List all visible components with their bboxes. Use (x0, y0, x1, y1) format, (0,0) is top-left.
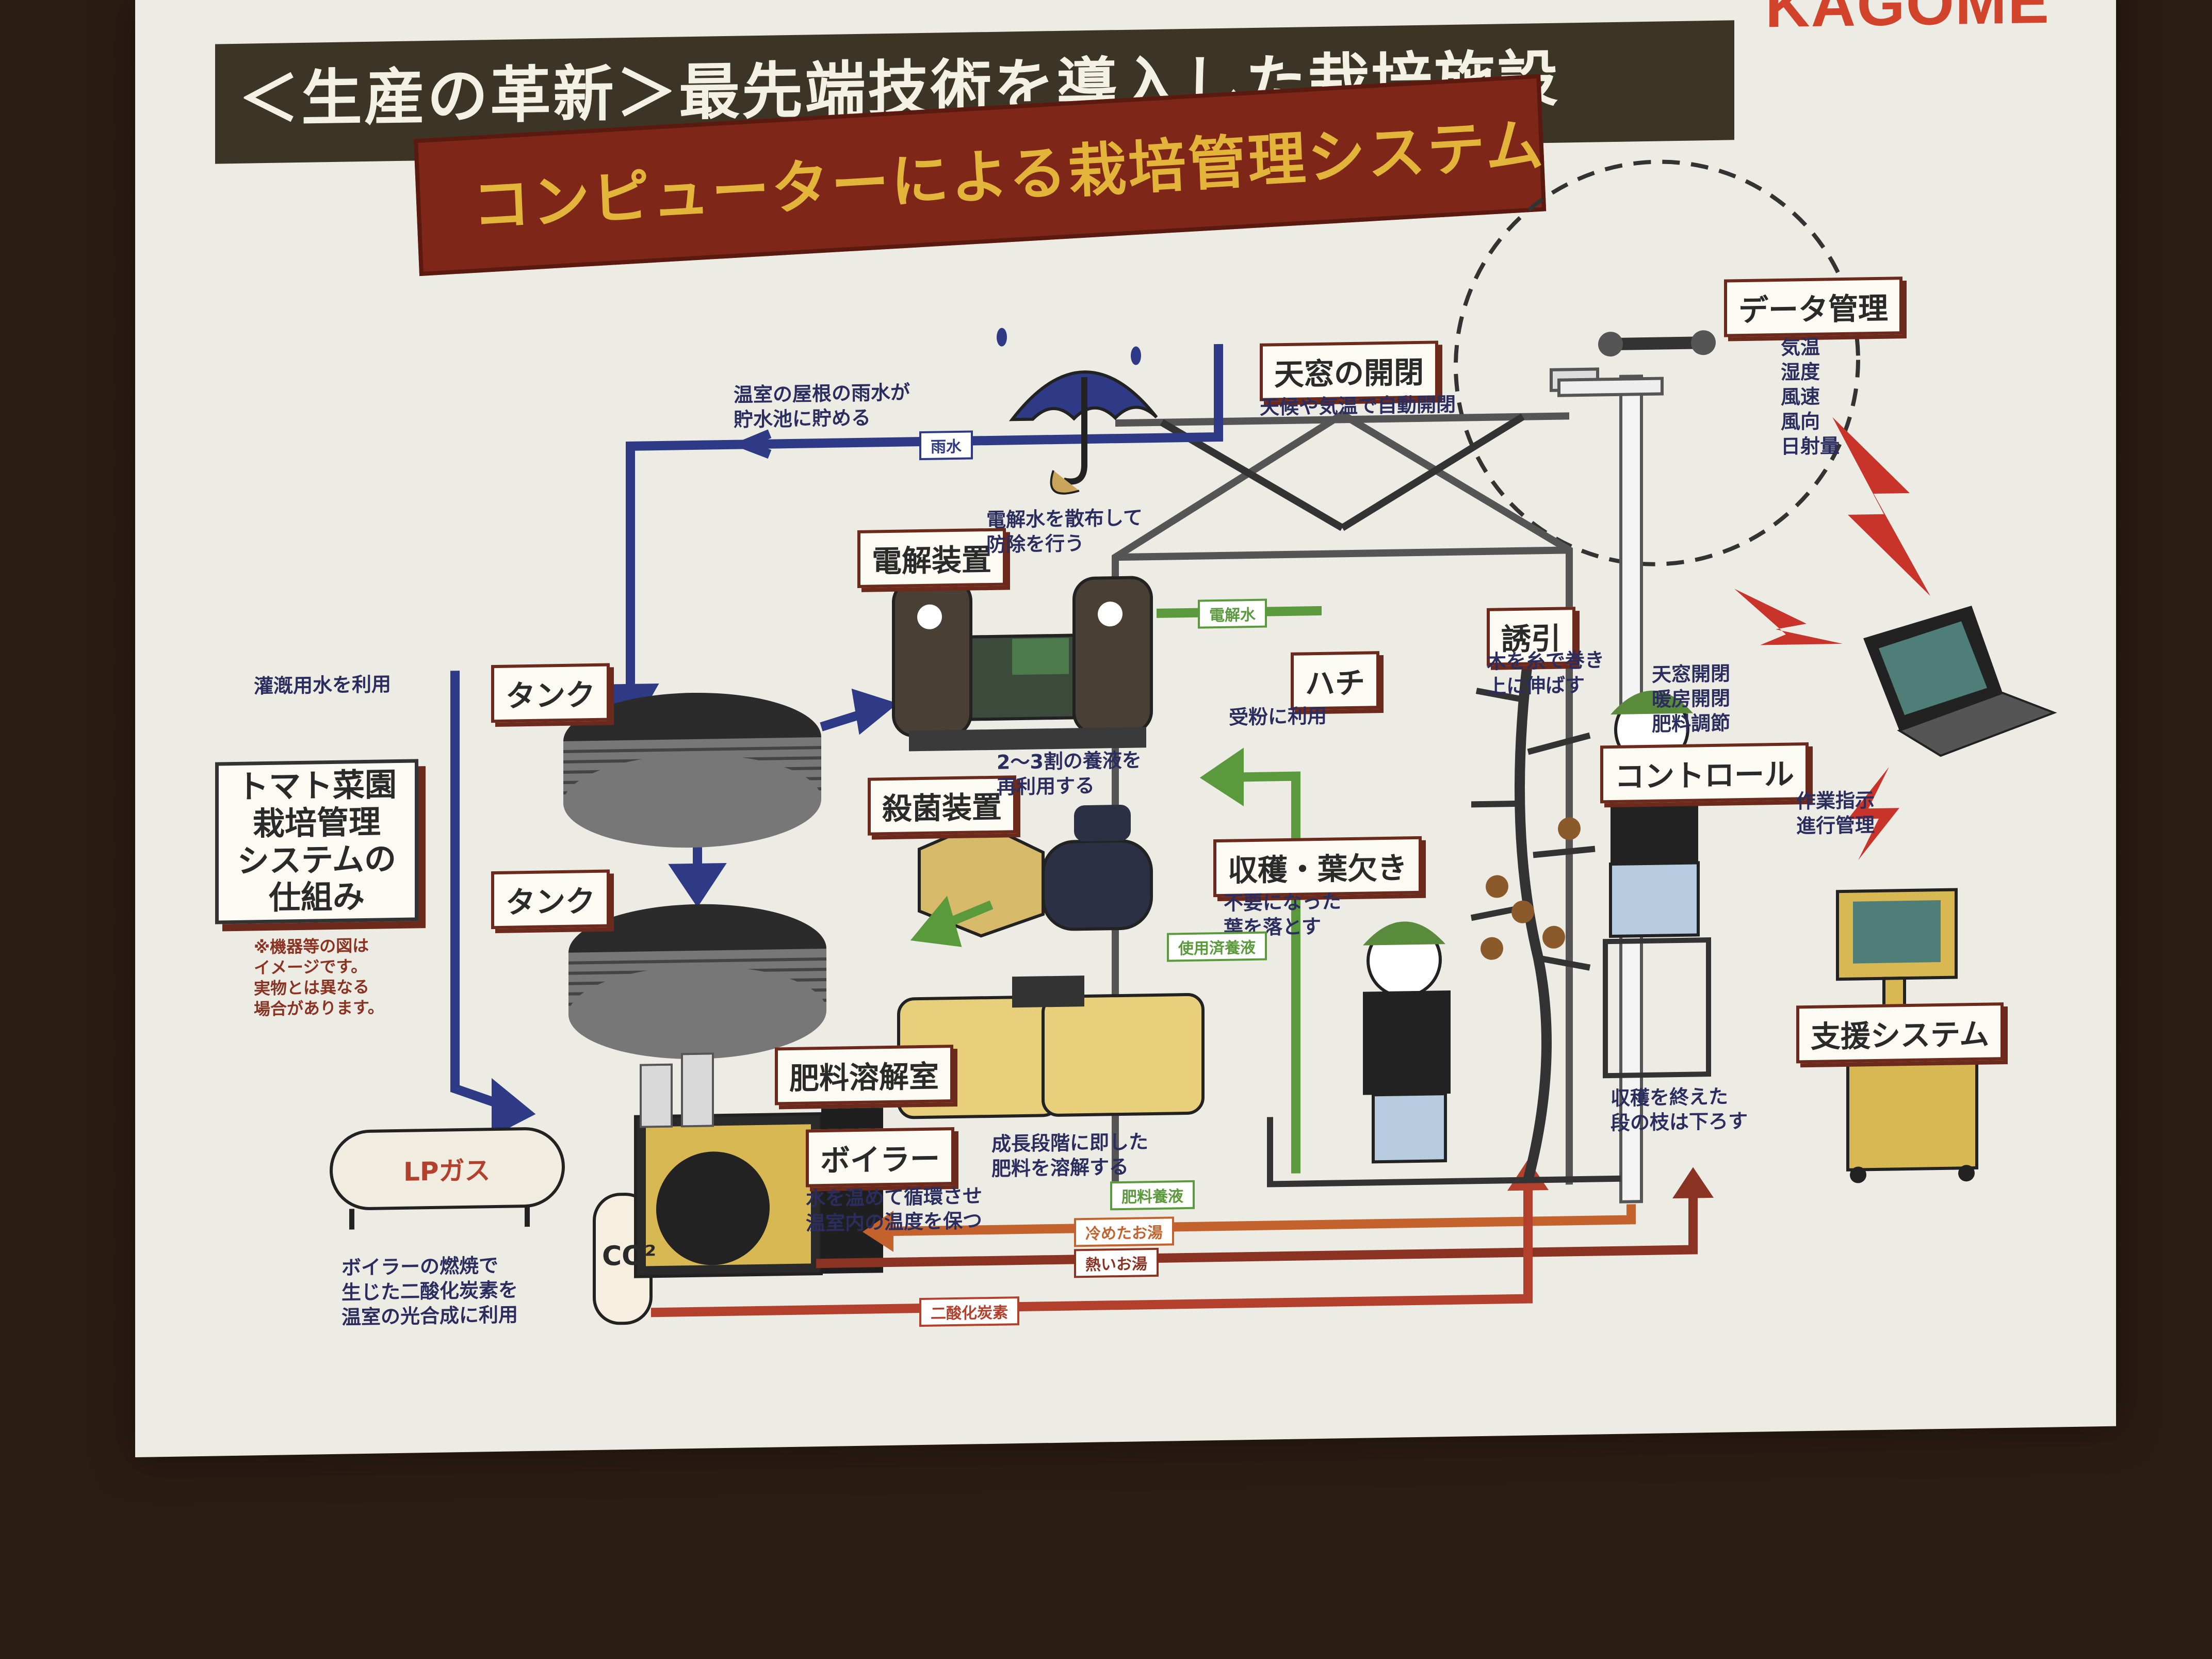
note-rain: 温室の屋根の雨水が 貯水池に貯める (734, 381, 910, 431)
label-control: コントロール (1600, 742, 1809, 804)
note-support: 作業指示 進行管理 (1796, 789, 1875, 838)
tomato-plant (1470, 658, 1596, 1181)
label-lp-gas: LPガス (403, 1156, 491, 1187)
system-title-box: トマト菜園 栽培管理 システムの 仕組み (215, 759, 418, 924)
label-electrolysis: 電解装置 (857, 528, 1006, 589)
projected-slide: ＜生産の革新＞最先端技術を導入した栽培施設 KAGOME コンピューターによる栽… (135, 0, 2116, 1457)
pipe-tag-fertilizer: 肥料養液 (1110, 1180, 1195, 1211)
label-data-management: データ管理 (1724, 276, 1903, 337)
note-stem: 収穫を終えた 段の枝は下ろす (1611, 1085, 1748, 1135)
note-control: 天窓開閉 暖房開閉 肥料調節 (1652, 662, 1731, 736)
pipe-tag-hot-water: 熱いお湯 (1074, 1247, 1159, 1278)
note-sterilizer: 2～3割の養液を 再利用する (997, 749, 1142, 799)
note-fertilizer: 成長段階に即した 肥料を溶解する (991, 1130, 1149, 1180)
greenhouse-frame (1112, 410, 1573, 1192)
anemometer-icon (1598, 330, 1716, 357)
note-skylight: 天候や気温で自動開閉 (1260, 393, 1456, 419)
label-sterilizer: 殺菌装置 (868, 775, 1017, 836)
label-co2: CO² (602, 1240, 657, 1272)
worker-lower (1363, 921, 1451, 1164)
pipe-tag-electrolyzed: 電解水 (1198, 598, 1267, 629)
pipe-tag-co2: 二酸化炭素 (919, 1296, 1019, 1327)
note-reuse: 灌漑用水を利用 (254, 673, 392, 698)
system-title-line2: 栽培管理 (252, 803, 381, 843)
umbrella-icon (997, 328, 1158, 495)
pipe-tag-rain: 雨水 (919, 430, 973, 461)
label-tank-upper: タンク (491, 663, 610, 723)
note-weather: 気温 湿度 風速 風向 日射量 (1781, 335, 1840, 458)
rain-pipe (450, 344, 1223, 1137)
note-co2: ボイラーの燃焼で 生じた二酸化炭素を 温室の光合成に利用 (341, 1254, 518, 1329)
lower-tank (568, 904, 826, 1059)
system-diagram (330, 159, 2057, 1325)
label-tank-lower: タンク (491, 869, 610, 930)
note-training: 木を糸で巻き 上に伸ばす (1487, 648, 1605, 698)
label-boiler: ボイラー (806, 1127, 955, 1188)
upper-tank (563, 692, 821, 848)
system-title-line4: 仕組み (268, 877, 365, 917)
data-circle (1454, 159, 1860, 566)
laptop-icon (1863, 606, 2057, 757)
system-title-line3: システムの (237, 840, 397, 880)
note-electrolysis: 電解水を散布して 防除を行う (986, 506, 1143, 557)
label-harvest: 収穫・葉欠き (1213, 836, 1422, 898)
label-fertilizer: 肥料溶解室 (775, 1045, 954, 1105)
label-bees: ハチ (1291, 651, 1380, 710)
pipe-tag-used-nutrient: 使用済養液 (1167, 931, 1267, 962)
note-bees: 受粉に利用 (1229, 704, 1327, 729)
label-support: 支援システム (1796, 1002, 2004, 1064)
system-title-line1: トマト菜園 (236, 766, 397, 806)
note-boiler: 水を温めて循環させ 温室内の温度を保つ (806, 1184, 983, 1235)
lp-gas-tank (330, 1127, 565, 1230)
green-pipes (910, 606, 1322, 1174)
note-disclaimer: ※機器等の図は イメージです。 実物とは異なる 場合があります。 (254, 935, 384, 1019)
pipe-tag-cold-water: 冷めたお湯 (1074, 1216, 1174, 1247)
electrolysis-device (892, 576, 1153, 752)
lightning-icons (1734, 417, 1930, 860)
work-lift (1603, 937, 1711, 1079)
